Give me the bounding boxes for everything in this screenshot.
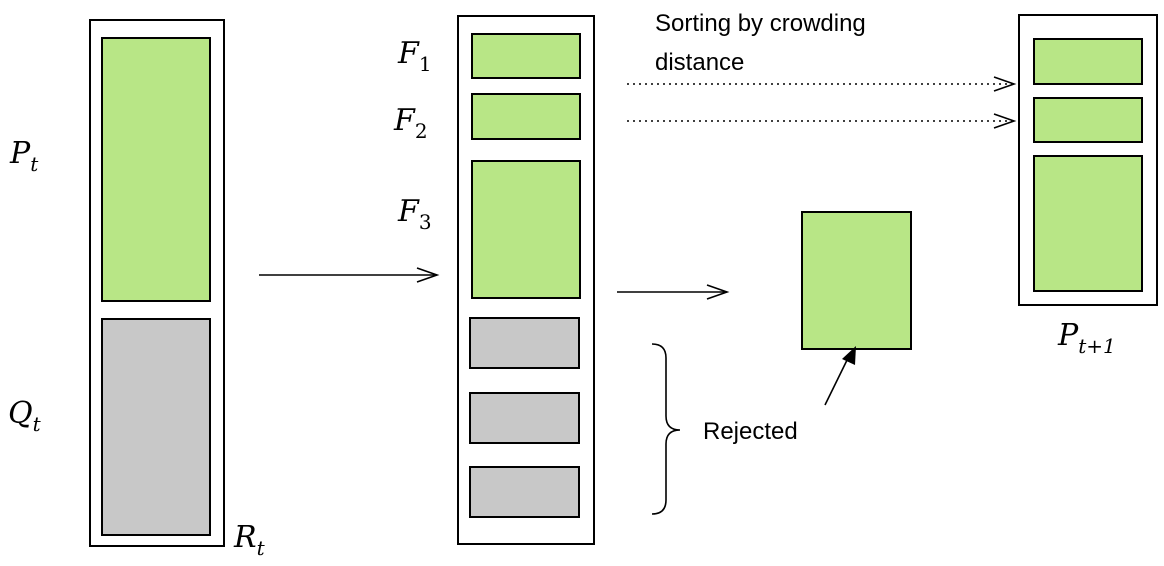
parent-population-block bbox=[101, 37, 211, 302]
combined-population-column bbox=[89, 19, 225, 547]
front-1-block bbox=[471, 33, 581, 79]
rejected-front-block bbox=[469, 392, 580, 444]
sorting-annotation-line1: Sorting by crowding bbox=[655, 10, 866, 37]
truncate-arrow bbox=[617, 284, 730, 300]
offspring-population-block bbox=[101, 318, 211, 536]
sort-arrow bbox=[259, 267, 440, 283]
combined-population-label: Rt bbox=[233, 520, 266, 560]
front-2-label: F2 bbox=[393, 103, 428, 143]
dotted-arrow-front-1 bbox=[627, 76, 1017, 92]
rejected-pointer-arrow bbox=[824, 346, 856, 406]
next-population-label: Pt+1 bbox=[1057, 318, 1116, 358]
sorted-fronts-column bbox=[457, 15, 595, 545]
dotted-arrow-front-2 bbox=[627, 113, 1017, 129]
parent-population-label: Pt bbox=[9, 136, 39, 176]
sorting-annotation-line2: distance bbox=[655, 49, 744, 76]
rejected-annotation: Rejected bbox=[703, 418, 798, 445]
front-2-block bbox=[471, 93, 581, 140]
next-front-3-block bbox=[1033, 155, 1143, 292]
next-front-1-block bbox=[1033, 38, 1143, 85]
front-3-label: F3 bbox=[397, 194, 432, 234]
rejected-front-block bbox=[469, 466, 580, 518]
front-3-block bbox=[471, 160, 581, 299]
next-population-column bbox=[1018, 14, 1158, 306]
rejected-brace bbox=[651, 343, 681, 515]
front-3-selected-block bbox=[801, 211, 912, 350]
rejected-front-block bbox=[469, 317, 580, 369]
offspring-population-label: Qt bbox=[8, 396, 42, 436]
front-1-label: F1 bbox=[397, 36, 432, 76]
next-front-2-block bbox=[1033, 97, 1143, 143]
